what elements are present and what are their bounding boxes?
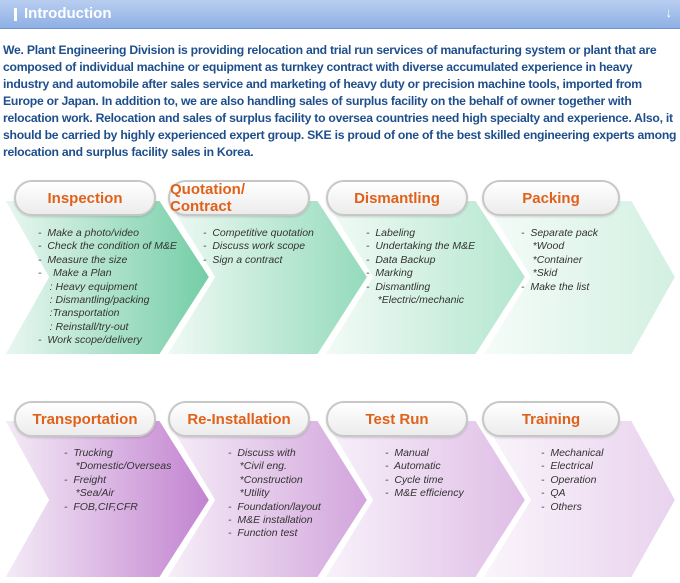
list-item: - Make the list [521,280,590,293]
list-item: : Heavy equipment [38,280,138,293]
list-item: - Make a Plan [38,267,112,280]
list-item: - Trucking [64,447,113,459]
bar-icon [14,8,17,21]
step-title-transportation: Transportation [14,401,156,437]
list-item: *Utility [228,487,270,500]
list-item: : Reinstall/try-out [38,320,129,333]
step-list-inspection: - Make a photo/video - Check the conditi… [38,227,177,348]
chevron-inspection [2,199,212,356]
list-item: - Marking [366,267,413,280]
list-item: - M&E installation [228,514,313,527]
list-item: - Freight [64,473,107,486]
step-list-testrun: - Manual - Automatic - Cycle time - M&E … [385,447,464,501]
list-item: - QA [541,487,566,500]
list-item: - Operation [541,473,597,486]
step-list-packing: - Separate pack *Wood *Container *Skid -… [521,227,598,294]
step-title-packing: Packing [482,180,620,216]
chevron-transportation [2,419,212,579]
list-item: *Skid [521,267,558,280]
list-item: - M&E efficiency [385,487,464,500]
step-title-reinstallation: Re-Installation [168,401,310,437]
step-list-training: - Mechanical - Electrical - Operation - … [541,447,603,514]
list-item: :Transportation [38,307,120,320]
list-item: - Make a photo/video [38,227,139,239]
down-arrow-icon[interactable]: ↓ [665,5,673,20]
step-list-transportation: - Trucking *Domestic/Overseas - Freight … [64,447,171,514]
chevron-quotation [164,199,370,356]
step-title-training: Training [482,401,620,437]
list-item: - Discuss with [228,447,296,459]
list-item: *Electric/mechanic [366,294,465,307]
list-item: *Civil eng. [228,460,287,473]
list-item: - Undertaking the M&E [366,240,476,253]
section-title: Introduction [24,5,112,22]
chevron-testrun [322,419,528,579]
section-header: Introduction ↓ [0,0,680,29]
chevron-reinstallation [164,419,370,579]
list-item: - Check the condition of M&E [38,240,177,253]
list-item: *Container [521,253,583,266]
list-item: - Others [541,500,582,513]
list-item: *Domestic/Overseas [64,460,172,473]
list-item: *Sea/Air [64,487,115,500]
list-item: - Manual [385,447,429,459]
list-item: - Competitive quotation [203,227,314,239]
list-item: - Mechanical [541,447,604,459]
intro-paragraph: We. Plant Engineering Division is provid… [3,43,677,159]
chevron-packing [480,199,678,356]
list-item: - Dismantling [366,280,431,293]
list-item: - Measure the size [38,253,128,266]
list-item: - Separate pack [521,227,599,239]
list-item: - Foundation/layout [228,500,321,513]
chevron-training [480,419,678,579]
list-item: - Data Backup [366,253,436,266]
list-item: - Automatic [385,460,441,473]
list-item: *Wood [521,240,565,253]
list-item: - FOB,CIF,CFR [64,500,138,513]
step-list-dismantling: - Labeling - Undertaking the M&E - Data … [366,227,475,307]
list-item: *Construction [228,473,303,486]
step-title-testrun: Test Run [326,401,468,437]
list-item: : Dismantling/packing [38,294,150,307]
list-item: - Function test [228,527,298,540]
list-item: - Work scope/delivery [38,334,142,347]
list-item: - Labeling [366,227,416,239]
step-title-inspection: Inspection [14,180,156,216]
list-item: - Electrical [541,460,593,473]
list-item: - Sign a contract [203,253,283,266]
chevron-dismantling [322,199,528,356]
list-item: - Cycle time [385,473,444,486]
step-title-dismantling: Dismantling [326,180,468,216]
list-item: - Discuss work scope [203,240,306,253]
step-title-quotation: Quotation/ Contract [168,180,310,216]
step-list-quotation: - Competitive quotation - Discuss work s… [203,227,314,267]
step-list-reinstallation: - Discuss with *Civil eng. *Construction… [228,447,321,541]
